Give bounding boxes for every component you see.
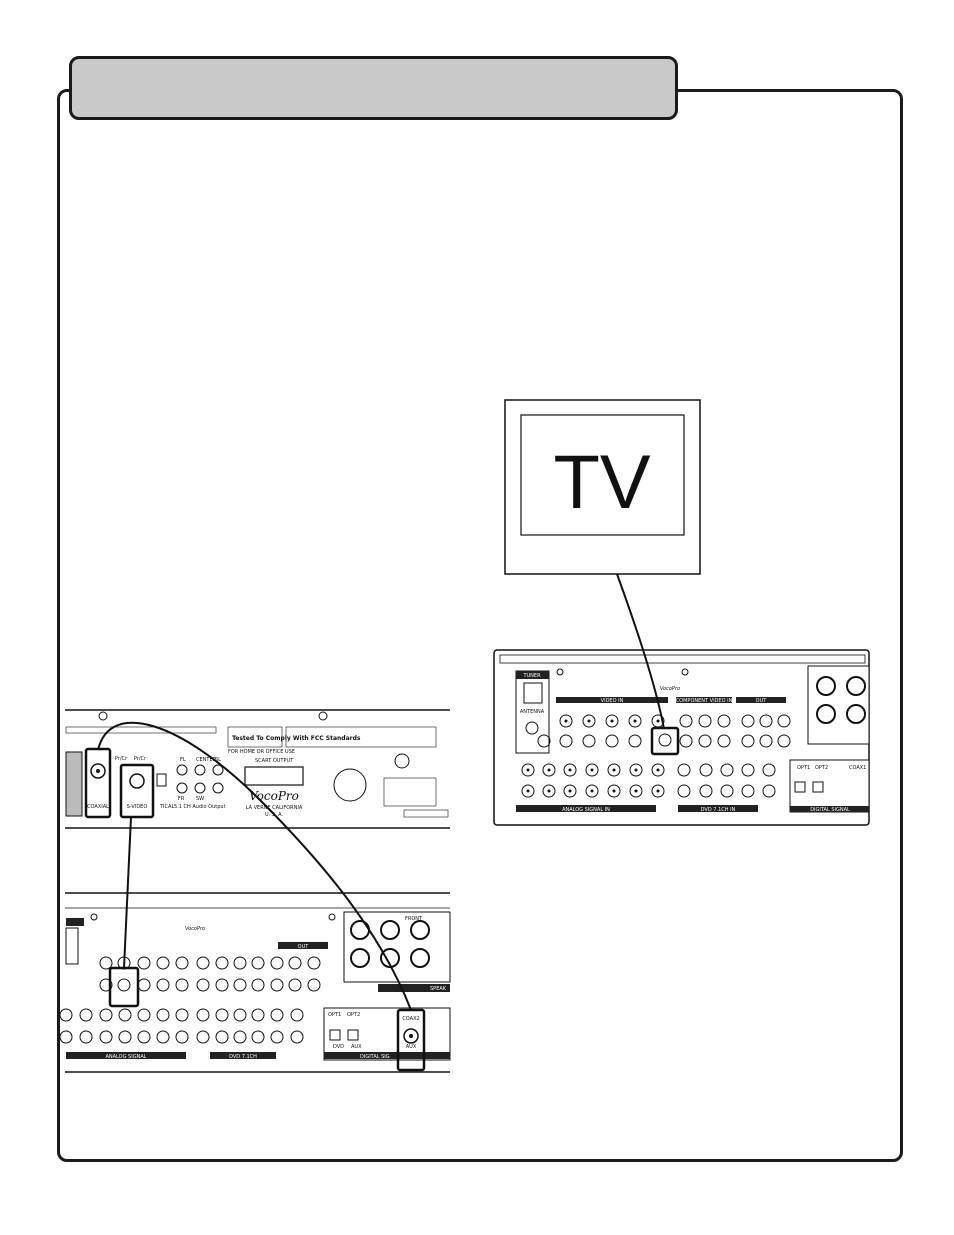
svideo-label: S-VIDEO xyxy=(127,804,148,810)
player-svideo-cable xyxy=(123,816,132,969)
bottom-out-label: OUT xyxy=(298,944,310,950)
digital-sig-label: DIGITAL SIG xyxy=(360,1054,390,1060)
fcc-label: Tested To Comply With FCC Standards xyxy=(232,735,361,742)
opt2-bottom-label: OPT2 xyxy=(347,1012,360,1018)
coaxial-label: COAXIAL xyxy=(87,804,109,810)
ch-fl: FL xyxy=(180,757,186,763)
player-city: LA VERNE CALIFORNIA xyxy=(246,805,303,811)
coax2-sub: AUX xyxy=(406,1044,417,1050)
audio-output-label: 5.1 CH Audio Output xyxy=(174,804,226,810)
front-label: FRONT xyxy=(405,916,423,922)
antenna-label: ANTENNA xyxy=(520,709,545,715)
optical-label: TICAL xyxy=(159,804,174,810)
scart-label: SCART OUTPUT xyxy=(255,758,294,764)
player-brand-logo: VocoPro xyxy=(249,789,299,803)
ch-sl: SL xyxy=(215,757,221,763)
dvd-71ch-in-label: DVD 7.1CH IN xyxy=(701,807,736,813)
coaxial-audio-cable xyxy=(97,721,412,1011)
component-video-in-label: COMPONENT VIDEO IN xyxy=(676,698,733,704)
coax2-label: COAX2 xyxy=(402,1016,419,1022)
opt2-sub: AUX xyxy=(351,1044,362,1050)
page-title xyxy=(69,56,678,120)
tv-label: TV xyxy=(553,440,650,525)
prcr-label-2: Pr/Cr xyxy=(134,756,147,762)
receiver-top-panel: TUNER ANTENNA VIDEO IN COMPONENT VIDEO I… xyxy=(493,649,870,826)
opt1-sub: DVD xyxy=(333,1044,344,1050)
cables xyxy=(97,573,665,1011)
dvd-71ch-label: DVD 7.1CH xyxy=(229,1054,257,1060)
tv-svideo-cable xyxy=(616,573,665,730)
brand-logo-top: VocoPro xyxy=(660,686,680,692)
speakers-label: SPEAK xyxy=(430,986,447,992)
svideo-in-highlight xyxy=(108,966,140,1008)
opt1-label: OPT1 xyxy=(797,765,810,771)
player-panel: Tested To Comply With FCC Standards FOR … xyxy=(65,709,450,829)
ch-sw: SW xyxy=(196,796,204,802)
video-in-label: VIDEO IN xyxy=(601,698,624,704)
opt1-bottom-label: OPT1 xyxy=(328,1012,341,1018)
analog-signal-in-label: ANALOG SIGNAL IN xyxy=(562,807,610,813)
ch-fr: FR xyxy=(178,796,185,802)
prcr-label-1: Pr/Cr xyxy=(115,756,128,762)
analog-signal-label: ANALOG SIGNAL xyxy=(105,1054,146,1060)
brand-logo-bottom: VocoPro xyxy=(185,926,205,932)
tv-unit: TV xyxy=(504,399,701,575)
svideo-highlight xyxy=(119,763,155,819)
out-label: OUT xyxy=(756,698,768,704)
receiver-bottom-panel: VocoPro OUT ANALOG SIGNAL DVD 7.1CH FRON… xyxy=(59,892,451,1073)
opt2-label: OPT2 xyxy=(815,765,828,771)
ch-center: CENTER xyxy=(196,757,217,763)
svideo-out-highlight xyxy=(650,726,680,756)
tuner-label: TUNER xyxy=(522,673,541,679)
fcc-sub-label: FOR HOME OR OFFICE USE xyxy=(228,749,295,755)
digital-signal-label: DIGITAL SIGNAL xyxy=(810,807,850,813)
coax1-label: COAX1 xyxy=(849,765,866,771)
